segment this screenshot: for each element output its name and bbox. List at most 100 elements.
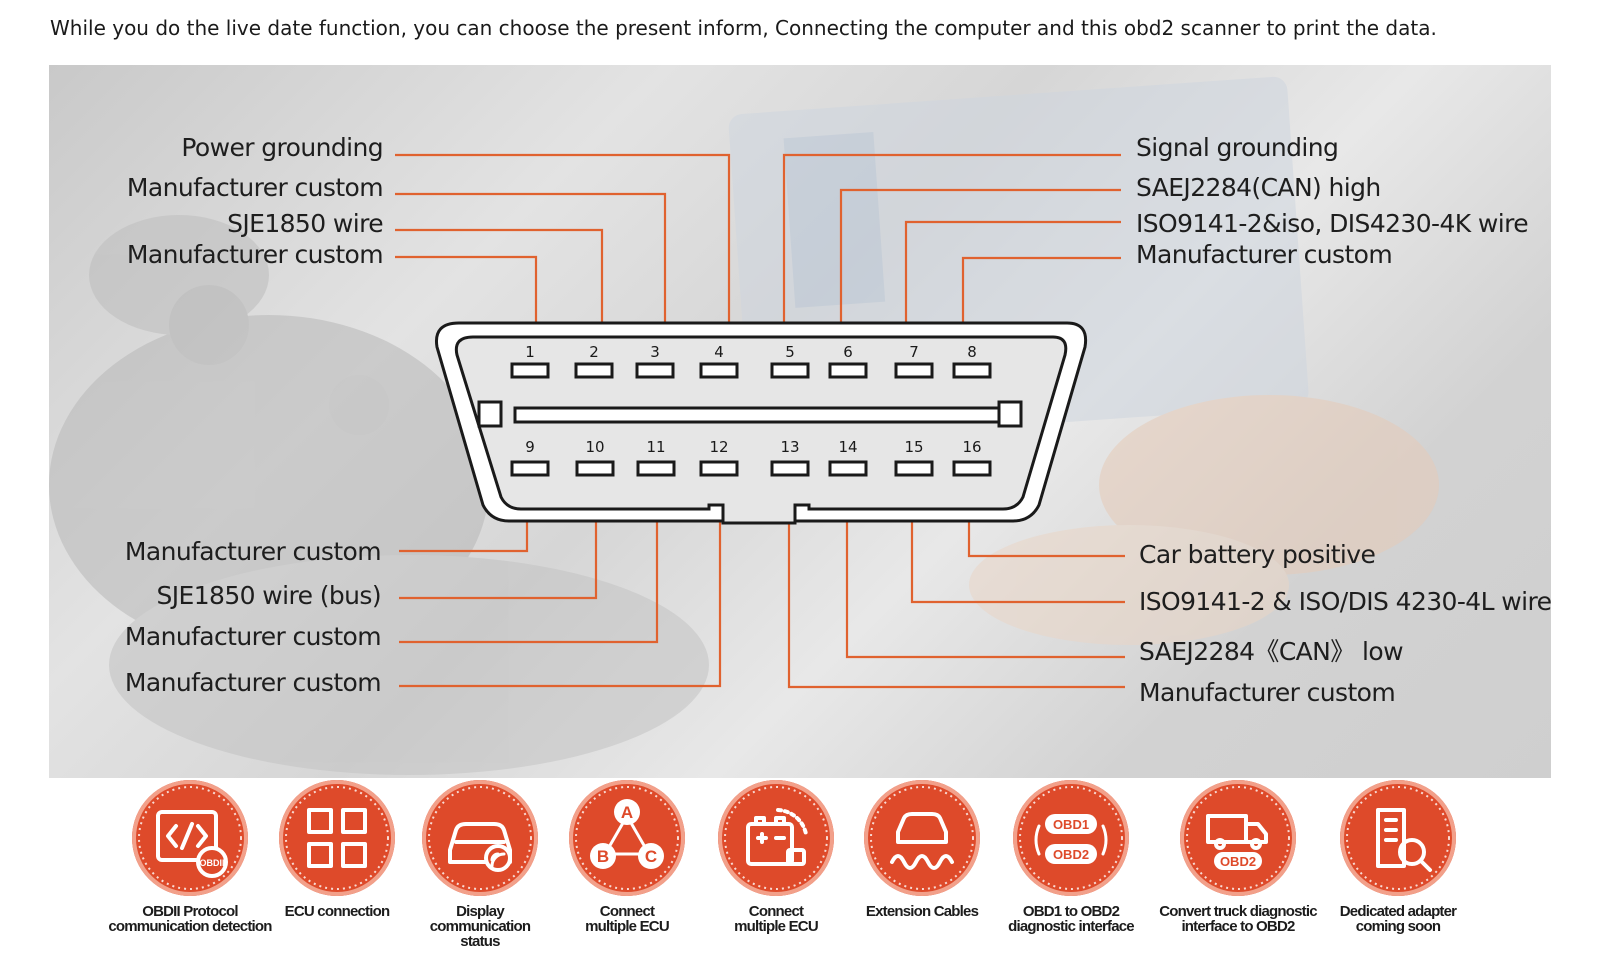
pin-10-socket [575, 460, 615, 477]
pin-8-socket [952, 362, 992, 379]
pin-7-socket [894, 362, 934, 379]
pin-number: 4 [714, 343, 724, 361]
pin-number: 1 [525, 343, 535, 361]
pin-14-socket [828, 460, 868, 477]
connector-left-key [477, 400, 503, 428]
label-pin-13: Manufacturer custom [1139, 678, 1396, 707]
car-waveform-icon [864, 780, 980, 896]
code-obd-icon: OBDII [132, 780, 248, 896]
feature-caption-line: communication detection [108, 918, 272, 935]
feature-caption: ECU connection [237, 904, 437, 919]
connector-right-key [997, 400, 1023, 428]
feature-caption-line: Extension Cables [865, 903, 979, 920]
pin-9-socket [510, 460, 550, 477]
feature-caption-line: coming soon [1355, 918, 1441, 935]
feature-6: Extension Cables [822, 780, 1022, 919]
adapter-search-icon [1340, 780, 1456, 896]
connector-center-slot [513, 406, 1015, 424]
svg-text:OBD2: OBD2 [1220, 854, 1256, 869]
pin-12-socket [699, 460, 739, 477]
leader-pin-7 [904, 220, 1121, 363]
leader-pin-2 [395, 228, 604, 363]
pin-number: 15 [904, 438, 923, 456]
leader-pin-5 [782, 153, 1121, 363]
feature-caption-line: Connect [599, 903, 655, 920]
pin-number: 9 [525, 438, 535, 456]
pin-3-socket [635, 362, 675, 379]
pin-number: 14 [838, 438, 857, 456]
svg-text:OBDII: OBDII [199, 858, 224, 868]
leader-pin-12 [399, 476, 722, 688]
feature-caption-line: ECU connection [284, 903, 390, 920]
feature-caption-line: Convert truck diagnostic [1159, 903, 1317, 920]
leader-pin-14 [845, 476, 1125, 659]
pin-15-socket [894, 460, 934, 477]
label-pin-16: Car battery positive [1139, 540, 1376, 569]
label-pin-14: SAEJ2284《CAN》 low [1139, 637, 1404, 666]
pin-number: 7 [909, 343, 919, 361]
pin-number: 6 [843, 343, 853, 361]
label-pin-10: SJE1850 wire (bus) [156, 581, 381, 610]
pin-2-socket [574, 362, 614, 379]
pin-5-socket [770, 362, 810, 379]
pin-number: 13 [780, 438, 799, 456]
label-pin-4: Power grounding [181, 133, 383, 162]
feature-caption-line: OBD1 to OBD2 [1022, 903, 1120, 920]
label-pin-3: Manufacturer custom [126, 173, 384, 202]
pin-number: 16 [962, 438, 981, 456]
feature-caption-line: status [460, 933, 500, 950]
label-pin-2: SJE1850 wire [227, 209, 384, 238]
leader-pin-6 [839, 188, 1121, 363]
pin-16-socket [952, 460, 992, 477]
pin-13-socket [770, 460, 810, 477]
battery-ecu-icon [718, 780, 834, 896]
leader-pin-13 [787, 476, 1125, 689]
label-pin-15: ISO9141-2 & ISO/DIS 4230-4L wire [1139, 587, 1551, 616]
intro-text: While you do the live date function, you… [50, 16, 1437, 40]
svg-text:C: C [645, 847, 657, 866]
label-pin-11: Manufacturer custom [124, 622, 382, 651]
feature-caption-line: communication [429, 918, 531, 935]
abc-network-icon: A B C [569, 780, 685, 896]
feature-caption-line: multiple ECU [734, 918, 819, 935]
svg-text:OBD1: OBD1 [1053, 817, 1089, 832]
leader-pin-4 [395, 153, 731, 363]
feature-caption-line: diagnostic interface [1008, 918, 1135, 935]
pin-11-socket [636, 460, 676, 477]
feature-2: ECU connection [237, 780, 437, 919]
pin-number: 8 [967, 343, 977, 361]
pin-number: 10 [585, 438, 604, 456]
pin-4-socket [699, 362, 739, 379]
svg-text:A: A [621, 803, 633, 822]
ecu-grid-icon [279, 780, 395, 896]
svg-text:B: B [597, 847, 609, 866]
label-pin-6: SAEJ2284(CAN) high [1136, 173, 1381, 202]
svg-text:OBD2: OBD2 [1053, 847, 1089, 862]
car-display-icon [422, 780, 538, 896]
leader-pin-3 [395, 192, 667, 363]
feature-caption-line: OBDII Protocol [142, 903, 238, 920]
pin-number: 11 [646, 438, 665, 456]
pin-number: 5 [785, 343, 795, 361]
label-pin-8: Manufacturer custom [1136, 240, 1393, 269]
pin-number: 2 [589, 343, 599, 361]
pin-6-socket [828, 362, 868, 379]
label-pin-5: Signal grounding [1136, 133, 1339, 162]
